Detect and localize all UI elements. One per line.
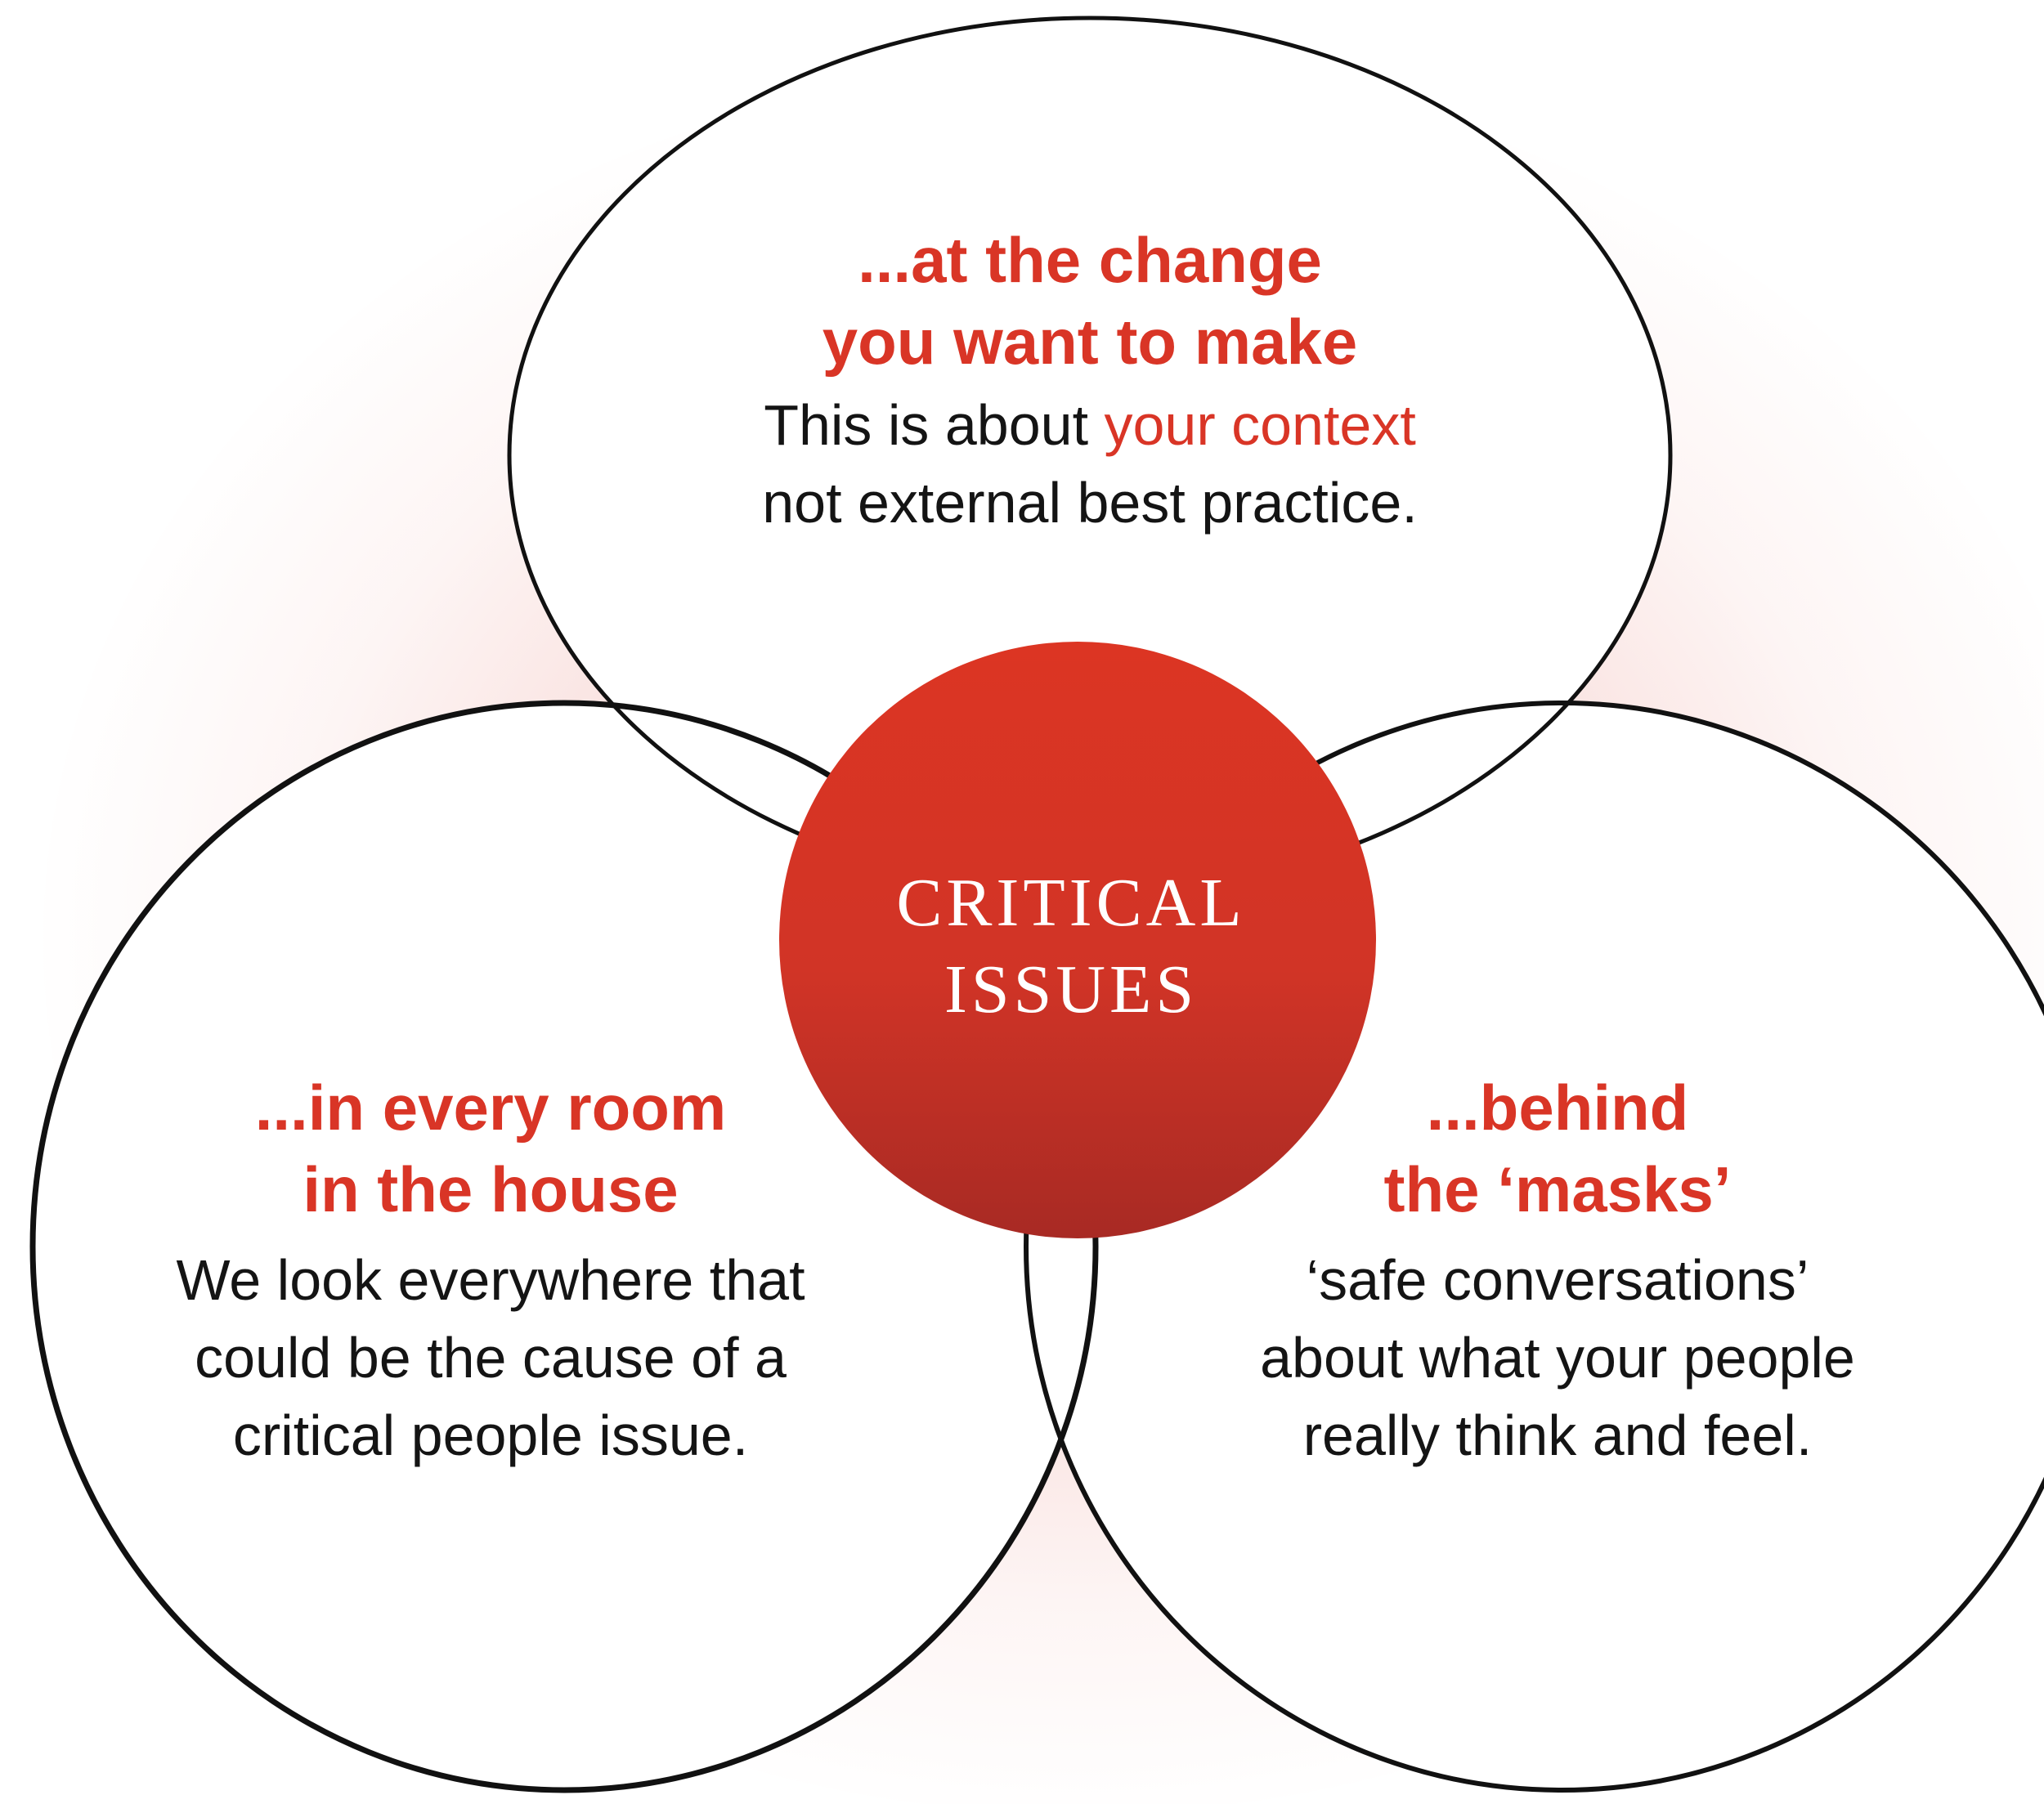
left-heading-line1: ...in every room xyxy=(254,1072,727,1144)
left-heading-line2: in the house xyxy=(303,1153,679,1225)
left-section: ...in every room in the house We look ev… xyxy=(82,1067,899,1475)
left-body-line1: We look everywhere that xyxy=(176,1248,805,1312)
center-label-line1: CRITICAL xyxy=(896,865,1246,941)
right-heading-line1: ...behind xyxy=(1426,1072,1689,1144)
top-body-highlight: your context xyxy=(1104,393,1416,457)
right-body-line2: about what your people xyxy=(1260,1326,1855,1390)
left-body-line3: critical people issue. xyxy=(232,1403,749,1467)
top-body-line1-prefix: This is about xyxy=(764,393,1105,457)
right-circle xyxy=(1024,701,2044,1793)
right-heading: ...behind the ‘masks’ xyxy=(1149,1067,1966,1230)
top-heading-line2: you want to make xyxy=(822,306,1358,378)
top-circle-fill xyxy=(509,18,1670,893)
top-heading-line1: ...at the change xyxy=(858,224,1322,296)
left-body-line2: could be the cause of a xyxy=(195,1326,787,1390)
right-body-line3: really think and feel. xyxy=(1302,1403,1813,1467)
left-circle xyxy=(29,700,1099,1793)
left-body: We look everywhere that could be the cau… xyxy=(82,1242,899,1475)
right-heading-line2: the ‘masks’ xyxy=(1383,1153,1732,1225)
center-label-line2: ISSUES xyxy=(944,951,1199,1027)
right-body: ‘safe conversations’ about what your peo… xyxy=(1149,1242,1966,1475)
top-body-line2: not external best practice. xyxy=(762,471,1418,535)
center-circle xyxy=(779,642,1376,1238)
top-section: ...at the change you want to make This i… xyxy=(599,219,1580,542)
center-label: CRITICAL ISSUES xyxy=(777,860,1365,1033)
top-body: This is about your context not external … xyxy=(599,387,1580,542)
right-body-line1: ‘safe conversations’ xyxy=(1306,1248,1809,1312)
top-body-line1: This is about your context xyxy=(599,387,1580,464)
left-heading: ...in every room in the house xyxy=(82,1067,899,1230)
top-heading: ...at the change you want to make xyxy=(599,219,1580,383)
right-section: ...behind the ‘masks’ ‘safe conversation… xyxy=(1149,1067,1966,1475)
